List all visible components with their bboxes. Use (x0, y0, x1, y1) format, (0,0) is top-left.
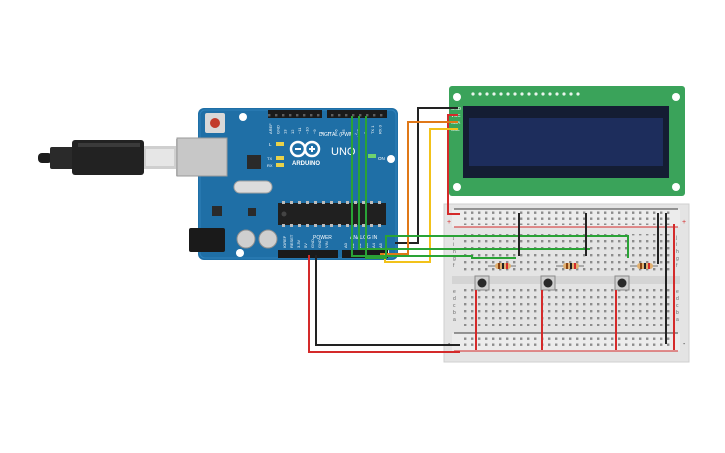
resistor-3[interactable] (630, 263, 658, 269)
arduino-uno-board[interactable] (176, 108, 398, 260)
row-letter: g (453, 256, 456, 262)
push-button-1[interactable] (474, 275, 490, 291)
analog-pin-label: A4 (371, 242, 376, 248)
wire-lcd-scl[interactable] (384, 128, 458, 263)
row-letter: j (675, 235, 677, 241)
analog-pin-label: A5 (378, 242, 383, 248)
row-letter: a (453, 317, 456, 323)
digital-header-label: DIGITAL (PWM ~) (319, 132, 359, 138)
rail-plus-top: + (447, 219, 451, 226)
power-pin-label: VIN (324, 241, 329, 248)
row-letter: f (676, 263, 678, 269)
digital-pin-label: GND (275, 125, 280, 134)
power-pin-label: 3.3V (296, 239, 301, 248)
digital-pin-label: ~10 (305, 126, 310, 134)
row-letter: i (676, 242, 677, 248)
rail-plus-top-right: + (682, 219, 686, 226)
led-rx-label: RX (267, 163, 273, 168)
led-tx (276, 156, 284, 160)
digital-pin-label: 8 (319, 131, 324, 134)
digital-pin-label: 7 (326, 131, 331, 134)
wire-lcd-gnd[interactable] (395, 107, 458, 244)
power-header-label: POWER (313, 235, 332, 241)
analog-header-label: ANALOG IN (350, 235, 378, 241)
row-letter: e (676, 289, 679, 295)
row-letter: h (676, 249, 679, 255)
led-tx-label: TX (267, 156, 272, 161)
row-letter: c (453, 303, 456, 309)
wire-lcd-vcc[interactable] (447, 114, 460, 215)
wire-lcd-sda[interactable] (380, 121, 458, 255)
lcd-i2c-module[interactable] (449, 86, 685, 196)
arduino-brand-label: ARDUINO (292, 161, 320, 167)
push-button-3[interactable] (614, 275, 630, 291)
power-pin-label: GND (317, 239, 322, 248)
led-l-label: L (269, 142, 272, 147)
analog-pin-label: A0 (343, 242, 348, 248)
power-pin-label: IOREF (282, 235, 287, 248)
row-letter: b (676, 310, 679, 316)
row-letter: h (453, 249, 456, 255)
row-letter: c (676, 303, 679, 309)
wire-arduino-gnd[interactable] (315, 255, 460, 346)
digital-pin-label: 12 (290, 129, 295, 134)
arduino-logo (289, 140, 321, 158)
resistor-2[interactable] (556, 263, 584, 269)
row-letter: i (453, 242, 454, 248)
row-letter: g (676, 256, 679, 262)
row-letter: f (453, 263, 455, 269)
rail-minus-bottom-right: - (683, 341, 686, 348)
lcd-screen (469, 118, 663, 166)
digital-pin-label: ~9 (312, 129, 317, 134)
led-l (276, 142, 284, 146)
row-letter: b (453, 310, 456, 316)
wire-button-3-signal[interactable] (365, 116, 629, 259)
row-letter: j (452, 235, 454, 241)
arduino-model-label: UNO (331, 146, 356, 158)
row-letter: d (453, 296, 456, 302)
digital-pin-label: 13 (283, 129, 288, 134)
wire-arduino-5v[interactable] (308, 255, 460, 353)
digital-pin-label: ~11 (297, 127, 302, 134)
row-letter: e (453, 289, 456, 295)
wire-button-2-signal[interactable] (358, 116, 590, 250)
digital-pin-label: RX 0 (378, 124, 383, 134)
power-pin-label: RESET (289, 234, 294, 248)
wire-button-1-signal[interactable] (351, 116, 516, 259)
row-letter: d (676, 296, 679, 302)
digital-pin-label: 4 (348, 131, 353, 134)
push-button-2[interactable] (540, 275, 556, 291)
digital-pin-label: ~5 (341, 129, 346, 134)
digital-pin-label: ~6 (334, 129, 339, 134)
row-letter: a (676, 317, 679, 323)
resistor-1[interactable] (488, 263, 516, 269)
power-pin-label: GND (310, 239, 315, 248)
on-led-label: ON (378, 156, 385, 161)
led-rx (276, 163, 284, 167)
digital-pin-label: AREF (268, 123, 273, 134)
digital-pin-label: TX 1 (370, 125, 375, 134)
led-on (368, 154, 376, 158)
power-pin-label: 5V (303, 243, 308, 248)
